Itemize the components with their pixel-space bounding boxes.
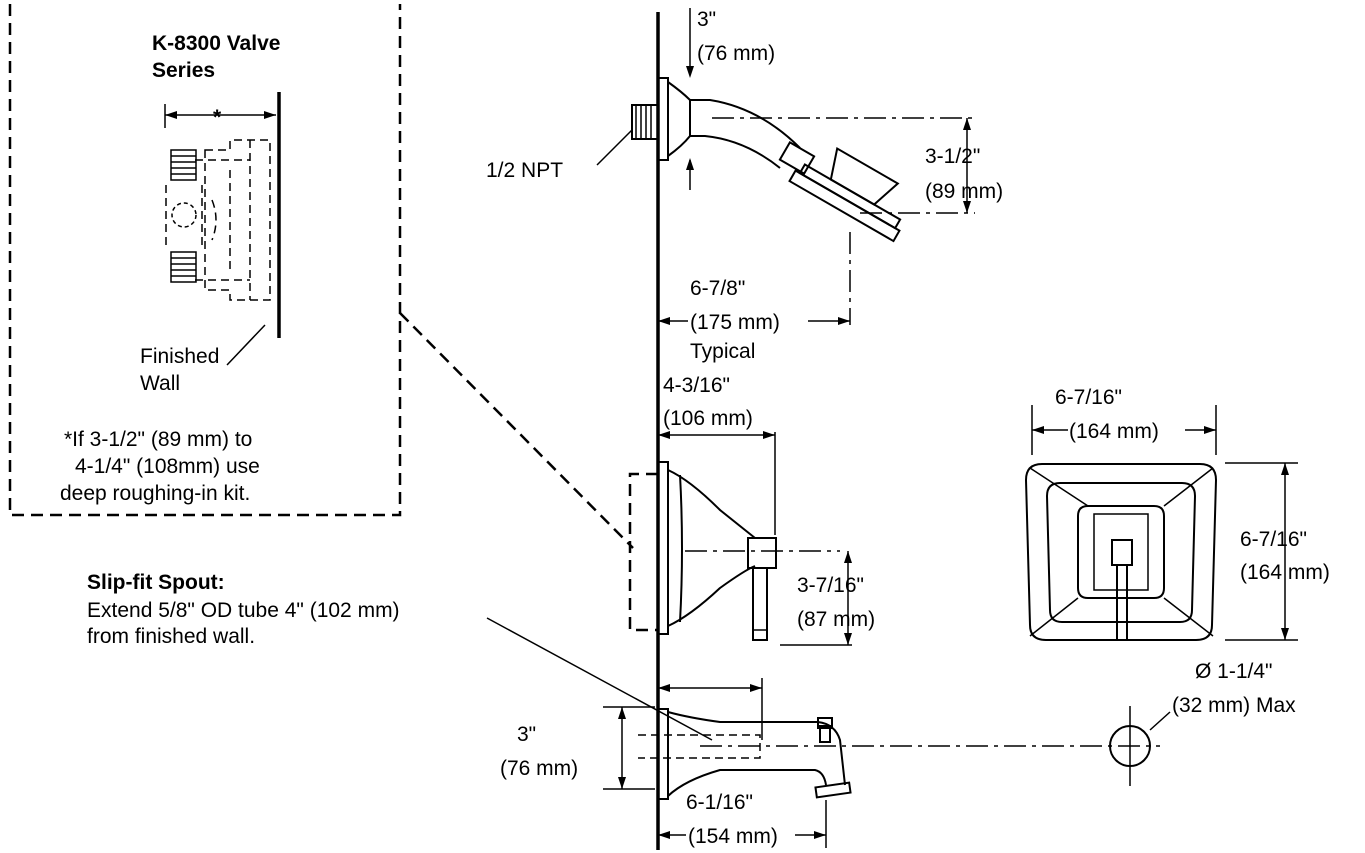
- spout-reach-dim-in: 6-1/16": [686, 791, 753, 814]
- spout-reach-dim-mm: (154 mm): [688, 825, 778, 848]
- spout-height-dim-mm: (76 mm): [500, 757, 578, 780]
- shower-drop-dim-in: 3-1/2": [925, 145, 980, 168]
- shower-reach-dim-mm: (175 mm): [690, 311, 780, 334]
- spout-note-line1: Extend 5/8" OD tube 4" (102 mm): [87, 599, 400, 622]
- front-plate-outer: [1024, 463, 1218, 641]
- valve-trim-side: 4-3/16" (106 mm) 3-7/16" (87 mm): [628, 374, 875, 646]
- spout-hole-dim-mm: (32 mm) Max: [1172, 694, 1296, 717]
- shower-reach-note: Typical: [690, 340, 755, 363]
- shower-top-dim-mm: (76 mm): [697, 42, 775, 65]
- inset-note-line2: 4-1/4" (108mm) use: [75, 455, 260, 478]
- inset-note-line1: *If 3-1/2" (89 mm) to: [64, 428, 252, 451]
- spout-title: Slip-fit Spout:: [87, 571, 225, 594]
- spout-outlet: [814, 781, 852, 799]
- inset-asterisk: *: [213, 106, 222, 129]
- valve-body-sketch: [165, 139, 271, 301]
- valve-handle-dim-mm: (87 mm): [797, 608, 875, 631]
- inset-leader-line: [399, 312, 634, 549]
- valve-handle-lever: [752, 567, 768, 641]
- showerhead-assembly: 3" (76 mm) 1/2 NPT 3-1/2" (89 mm) 6-7/8"…: [486, 8, 1003, 363]
- valve-plate-side: [657, 461, 669, 635]
- front-handle-lever: [1116, 564, 1128, 641]
- inset-note-line3: deep roughing-in kit.: [60, 482, 250, 505]
- spout-hole-dim-in: Ø 1-1/4": [1195, 660, 1273, 683]
- plate-height-dim-in: 6-7/16": [1240, 528, 1307, 551]
- spout-note-line2: from finished wall.: [87, 625, 255, 648]
- valve-handle-hub: [747, 537, 777, 569]
- valve-handle-dim-in: 3-7/16": [797, 574, 864, 597]
- shower-reach-dim-in: 6-7/8": [690, 277, 745, 300]
- front-plate-inner: [1077, 505, 1165, 599]
- shower-arm: [690, 99, 801, 149]
- valve-depth-dim-in: 4-3/16": [663, 374, 730, 397]
- plate-height-dim-mm: (164 mm): [1240, 561, 1330, 584]
- shower-drop-dim-mm: (89 mm): [925, 180, 1003, 203]
- finished-wall-label-line1: Finished: [140, 345, 219, 368]
- valve-depth-dim-mm: (106 mm): [663, 407, 753, 430]
- front-handle-hub: [1111, 539, 1133, 566]
- shower-arm-flange: [657, 77, 669, 161]
- inset-title-line2: Series: [152, 59, 215, 82]
- diverter-knob: [817, 717, 833, 729]
- spout-assembly: Slip-fit Spout: Extend 5/8" OD tube 4" (…: [87, 571, 1296, 848]
- finished-wall-label-line2: Wall: [140, 372, 180, 395]
- shower-top-dim-in: 3": [697, 8, 716, 31]
- valve-trim-front: 6-7/16" (164 mm) 6-7/16" (164 mm): [1024, 386, 1330, 641]
- inset-title-line1: K-8300 Valve: [152, 32, 280, 55]
- plate-width-dim-mm: (164 mm): [1069, 420, 1159, 443]
- spout-height-dim-in: 3": [517, 723, 536, 746]
- plate-width-dim-in: 6-7/16": [1055, 386, 1122, 409]
- valve-rough-dashed: [628, 472, 658, 632]
- inset-dashed-frame: [8, 4, 402, 517]
- showerhead: [788, 146, 902, 243]
- spout-note-leader: [486, 617, 713, 741]
- valve-series-inset: K-8300 Valve Series * Finished Wall *If …: [8, 4, 634, 549]
- npt-label: 1/2 NPT: [486, 159, 563, 182]
- spout-escutcheon: [657, 708, 669, 800]
